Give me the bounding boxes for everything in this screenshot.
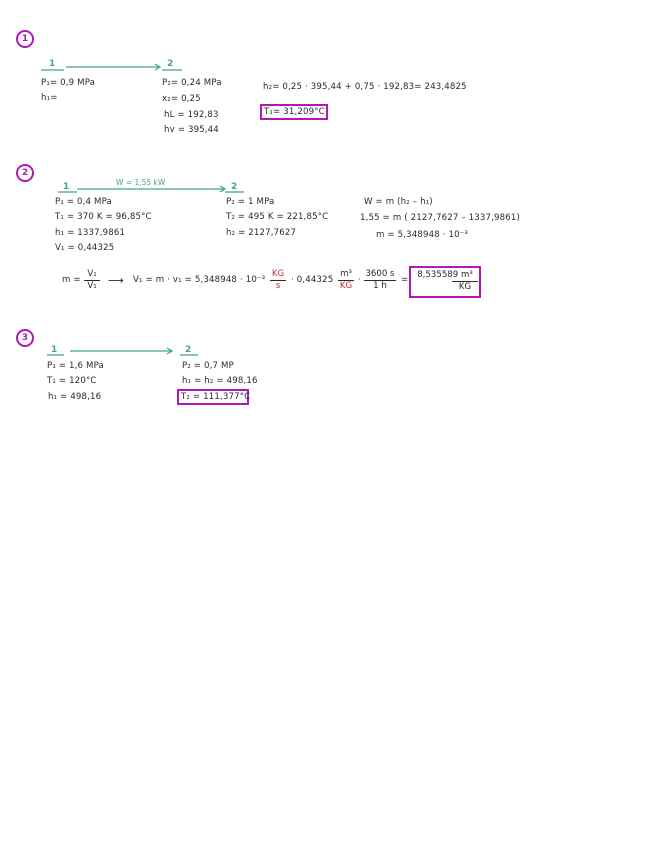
p3-result-box bbox=[177, 389, 249, 405]
state-2-label: 2 bbox=[185, 345, 192, 355]
p2-volume-flow: V₁ = m · v₁ = 5,348948 · 10⁻³ bbox=[133, 275, 266, 285]
state-1-label: 1 bbox=[51, 345, 58, 355]
p2-state1-line: T₁ = 370 K = 96,85°C bbox=[55, 212, 152, 222]
p2-fraction-s-per-h: 3600 s 1 h bbox=[364, 269, 396, 291]
p3-state1-line: T₁ = 120°C bbox=[47, 376, 97, 386]
p1-state2-line: P₂= 0,24 MPa bbox=[162, 78, 222, 88]
p2-multiply-dot: · bbox=[358, 275, 361, 285]
fraction-numerator: V₁ bbox=[87, 269, 97, 279]
problem-number-3: 3 bbox=[16, 329, 34, 347]
fraction-denominator: V₁ bbox=[87, 281, 97, 291]
state-2-label: 2 bbox=[231, 182, 238, 192]
p2-specific-volume: · 0,44325 bbox=[291, 275, 334, 285]
fraction-denominator: KG bbox=[339, 281, 353, 291]
fraction-numerator: m³ bbox=[340, 269, 352, 279]
fraction-denominator: s bbox=[275, 281, 281, 291]
p2-state2-line: T₂ = 495 K = 221,85°C bbox=[226, 212, 329, 222]
p2-state1-line: h₁ = 1337,9861 bbox=[55, 228, 126, 238]
p2-state2-line: P₂ = 1 MPa bbox=[226, 197, 275, 207]
state-2-label: 2 bbox=[167, 59, 174, 69]
p1-state2-line: hL = 192,83 bbox=[164, 110, 219, 120]
p2-mdot-lhs: m = bbox=[62, 275, 81, 285]
p1-state1-line: h₁= bbox=[41, 93, 58, 103]
fraction-bar bbox=[452, 281, 478, 282]
fraction-bar bbox=[364, 280, 396, 281]
p2-fraction-kg-per-s: KG s bbox=[270, 269, 286, 291]
result-denominator: KG bbox=[458, 282, 472, 292]
p3-state1-line: P₁ = 1,6 MPa bbox=[47, 361, 104, 371]
fraction-bar bbox=[270, 280, 286, 281]
state-1-label: 1 bbox=[49, 59, 56, 69]
implies-arrow: ⟶ bbox=[108, 274, 124, 287]
p2-mass-flow: m = 5,348948 · 10⁻³ bbox=[376, 230, 469, 240]
fraction-numerator: KG bbox=[271, 269, 285, 279]
p3-state2-line: h₁ = h₂ = 498,16 bbox=[182, 376, 258, 386]
state-1-label: 1 bbox=[63, 182, 70, 192]
p3-state2-line: P₂ = 0,7 MP bbox=[182, 361, 234, 371]
p1-result: T₁= 31,209°C bbox=[264, 107, 325, 117]
p2-state1-line: P₁ = 0,4 MPa bbox=[55, 197, 112, 207]
fraction-bar bbox=[84, 280, 100, 281]
p1-state1-line: P₁= 0,9 MPa bbox=[41, 78, 96, 88]
result-numerator: 8,535589 m³ bbox=[417, 270, 473, 280]
p1-result-box bbox=[260, 104, 328, 120]
p2-result-box bbox=[409, 266, 481, 298]
p1-state2-line: hv = 395,44 bbox=[164, 125, 219, 135]
p3-state1-line: h₁ = 498,16 bbox=[48, 392, 102, 402]
p2-fraction-v-over-v: V₁ V₁ bbox=[84, 269, 100, 291]
p1-h2-equation: h₂= 0,25 · 395,44 + 0,75 · 192,83= 243,4… bbox=[263, 82, 467, 92]
fraction-numerator: 3600 s bbox=[365, 269, 395, 279]
fraction-denominator: 1 h bbox=[373, 281, 387, 291]
fraction-bar bbox=[338, 280, 354, 281]
problem-number-2: 2 bbox=[16, 164, 34, 182]
problem-number-1: 1 bbox=[16, 30, 34, 48]
work-label: W = 1,55 kW bbox=[116, 178, 166, 187]
p2-energy-equation: W = m (h₂ – h₁) bbox=[364, 197, 433, 207]
p3-result: T₂ = 111,377°C bbox=[181, 392, 251, 402]
p1-state2-line: x₂= 0,25 bbox=[162, 94, 201, 104]
p2-fraction-m3-per-kg: m³ KG bbox=[338, 269, 354, 291]
p2-equals: = bbox=[401, 275, 409, 285]
p2-result: 8,535589 m³ KG bbox=[412, 270, 478, 292]
p2-state1-line: V₁ = 0,44325 bbox=[55, 243, 115, 253]
p2-energy-substitution: 1,55 = m ( 2127,7627 – 1337,9861) bbox=[360, 213, 520, 223]
p2-state2-line: h₂ = 2127,7627 bbox=[226, 228, 297, 238]
